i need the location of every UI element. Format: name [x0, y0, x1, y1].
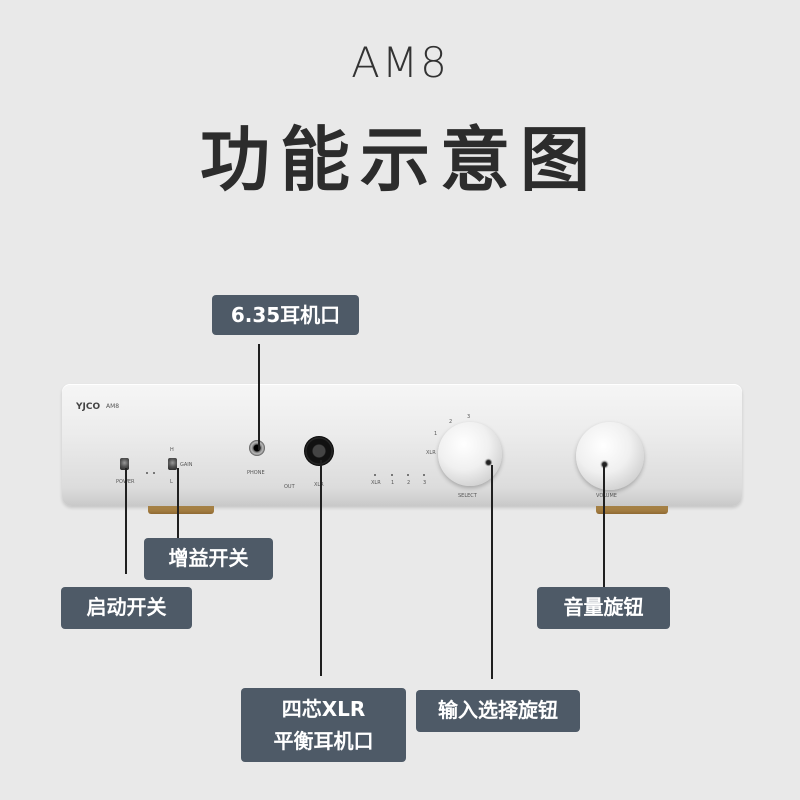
- input-selector-label: 输入选择旋钮: [416, 690, 580, 732]
- phone-jack-label: 6.35耳机口: [212, 295, 359, 335]
- selector-indicator: [484, 458, 493, 467]
- volume-knob-label: 音量旋钮: [537, 587, 670, 629]
- input-led-3: [423, 474, 425, 476]
- xlr-jack-label: 四芯XLR 平衡耳机口: [241, 688, 406, 762]
- volume-label: VOLUME: [596, 493, 617, 499]
- gain-high-label: H: [170, 447, 174, 453]
- selector-mark-xlr: XLR: [426, 450, 436, 456]
- select-label: SELECT: [458, 493, 477, 499]
- input-label-3: 3: [423, 480, 427, 486]
- phone-label: PHONE: [247, 470, 265, 476]
- xlr-label: XLR: [314, 482, 324, 488]
- power-led: [146, 472, 148, 474]
- xlr-jack-label-line2: 平衡耳机口: [273, 729, 374, 753]
- power-switch[interactable]: [120, 458, 129, 470]
- selector-mark-3: 3: [467, 414, 471, 420]
- volume-indicator: [600, 460, 609, 469]
- power-leader-line: [125, 468, 127, 574]
- input-label-1: 1: [391, 480, 395, 486]
- brand-logo: YJCO: [76, 402, 101, 412]
- xlr-leader-line: [320, 460, 322, 676]
- gain-low-label: L: [170, 479, 173, 485]
- gain-leader-line: [177, 468, 179, 544]
- model-title: AM8: [351, 38, 449, 87]
- volume-knob[interactable]: [576, 422, 644, 490]
- power-led-2: [153, 472, 155, 474]
- page-title: 功能示意图: [200, 119, 600, 201]
- input-led-2: [407, 474, 409, 476]
- power-switch-label: 启动开关: [61, 587, 192, 629]
- gain-label: GAIN: [180, 462, 193, 468]
- phone-leader-line: [258, 344, 260, 450]
- selector-mark-1: 1: [434, 431, 438, 437]
- gain-switch-label: 增益开关: [144, 538, 273, 580]
- out-label: OUT: [284, 484, 295, 490]
- xlr-jack-label-line1: 四芯XLR: [281, 697, 366, 721]
- input-label-2: 2: [407, 480, 411, 486]
- input-label-xlr: XLR: [371, 480, 381, 486]
- panel-model: AM8: [106, 403, 120, 410]
- selector-leader-line: [491, 465, 493, 679]
- selector-mark-2: 2: [449, 419, 453, 425]
- input-led-xlr: [374, 474, 376, 476]
- input-led-1: [391, 474, 393, 476]
- amplifier-front-panel: YJCO AM8 POWER H GAIN L PHONE OUT XLR XL…: [62, 384, 742, 506]
- xlr-jack[interactable]: [304, 436, 334, 466]
- phone-jack[interactable]: [249, 440, 265, 456]
- volume-leader-line: [603, 465, 605, 589]
- gain-switch[interactable]: [168, 458, 177, 470]
